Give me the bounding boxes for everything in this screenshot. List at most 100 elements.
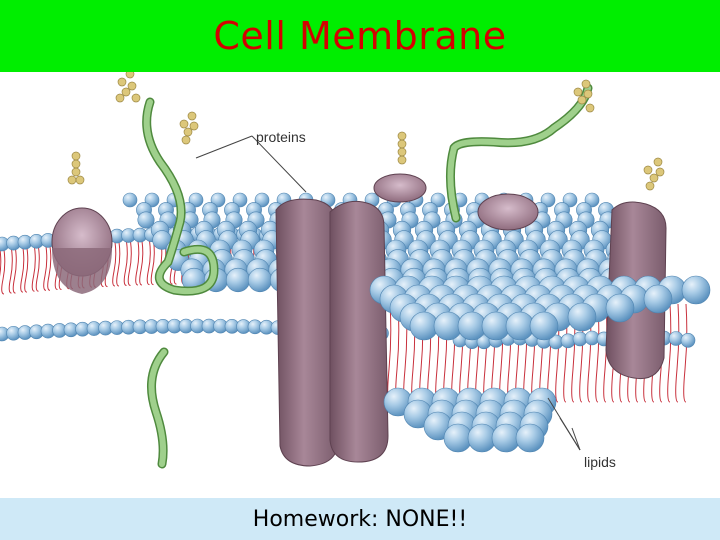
phospholipid-head-icon [254,192,270,208]
phospholipid-head-icon [681,275,711,305]
phospholipid-head-icon [668,331,684,346]
sugar-bead-icon [75,175,85,185]
lipid-tail [595,303,600,403]
sugar-bead-icon [131,93,141,103]
peripheral-protein-body [52,248,112,294]
lipids-callout: lipids [547,397,616,470]
phospholipid-head-icon [225,267,251,293]
sugar-bead-icon [71,159,81,169]
lipid-tail [387,303,392,403]
slide-title: Cell Membrane [213,14,507,58]
peripheral-protein-icon [477,193,539,231]
sugar-bead-icon [117,77,127,87]
lipid-tail [123,241,128,286]
transmembrane-protein-icon [329,200,389,463]
sugar-bead-icon [179,119,189,129]
phospholipid-head-icon [560,333,576,349]
proteins-label: proteins [256,129,306,145]
lipid-tail [675,303,680,403]
phospholipid-head-icon [232,192,248,208]
lipid-tail [150,240,155,286]
sugar-bead-icon [127,81,137,91]
sugar-bead-icon [397,147,407,157]
sugar-bead-icon [397,155,407,165]
lipid-tail [139,240,144,286]
phospholipid-head-icon [210,192,226,208]
phospholipid-head-icon [247,267,273,293]
lipid-tail [1,249,6,295]
lipid-tail [43,246,48,291]
front-face-heads [369,275,711,453]
membrane-illustration: proteins lipids [0,72,711,470]
sugar-bead-icon [183,127,193,137]
lipids-leader-line-2 [559,417,581,451]
sugar-bead-icon [115,93,125,103]
phospholipid-head-icon [137,211,155,229]
sugar-bead-icon [655,167,665,177]
sugar-bead-icon [67,175,77,185]
proteins-leader-line-2 [251,135,307,193]
lipid-tail [24,248,29,293]
glycoprotein-chain-icon [148,349,167,467]
sugar-bead-icon [649,173,659,183]
footer-bar: Homework: NONE!! [0,498,720,540]
phospholipid-head-icon [122,192,138,208]
peripheral-protein-icon [373,173,427,203]
phospholipid-head-icon [562,192,578,208]
sugar-bead-icon [187,111,197,121]
sugar-bead-icon [125,72,135,79]
sugar-bead-icon [71,167,81,177]
transmembrane-protein-icon [275,198,339,467]
phospholipid-head-icon [144,192,160,208]
phospholipid-head-icon [430,192,446,208]
lipid-tail [0,249,2,294]
membrane-diagram: proteins lipids [0,72,720,498]
sugar-bead-icon [643,165,653,175]
glycoprotein-chain-icon [447,85,591,221]
phospholipid-head-icon [529,311,559,341]
phospholipid-head-icon [540,192,556,208]
phospholipid-head-icon [584,192,600,208]
lipid-tail [8,249,13,294]
sugar-bead-icon [397,139,407,149]
proteins-leader-line-1 [195,135,253,159]
lipid-tail [20,248,25,293]
sugar-bead-icon [577,95,587,105]
lipid-tail [127,241,132,286]
sugar-bead-icon [189,121,199,131]
lipid-tail [31,247,36,292]
phospholipid-head-icon [515,423,545,453]
sugar-bead-icon [397,131,407,141]
phospholipid-head-icon [567,302,597,332]
lipid-tail [116,241,121,287]
phospholipid-head-icon [605,293,635,323]
proteins-callout: proteins [195,129,307,193]
phospholipid-head-icon [188,192,204,208]
lipid-tail [146,240,151,286]
membrane-proteins [51,173,667,467]
lipid-tail [12,249,17,294]
sugar-bead-icon [121,87,131,97]
lipid-tail [112,241,117,287]
lipids-leader-line-3 [571,427,581,451]
sugar-bead-icon [583,89,593,99]
lipid-tail [47,246,52,291]
sugar-bead-icon [653,157,663,167]
glycoprotein-chains [67,72,665,469]
homework-note: Homework: NONE!! [252,506,468,532]
sugar-bead-icon [645,181,655,191]
sugar-bead-icon [585,103,595,113]
glycoprotein-chain-icon [143,99,218,294]
sugar-bead-icon [71,151,81,161]
lipids-label: lipids [584,454,616,470]
sugar-bead-icon [181,135,191,145]
title-bar: Cell Membrane [0,0,720,72]
lipid-tail [667,303,672,403]
lipid-tail [683,303,688,403]
phospholipid-head-icon [643,284,673,314]
sugar-bead-icon [573,87,583,97]
phospholipid-head-icon [680,332,696,348]
lipid-tail [135,240,140,286]
lipid-tail [35,247,40,292]
